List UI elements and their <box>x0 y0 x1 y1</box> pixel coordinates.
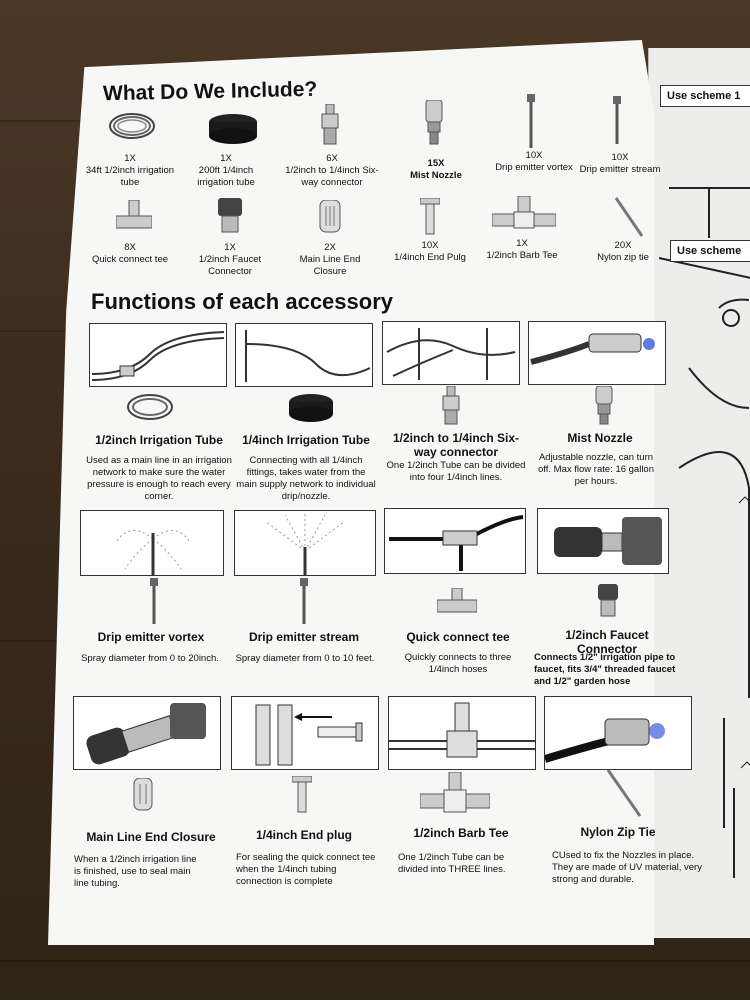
scheme-2-label: Use scheme <box>670 240 750 262</box>
drip-stake-icon <box>610 96 624 146</box>
scheme-diagram <box>658 187 750 878</box>
quick-tee-illustration <box>384 508 526 574</box>
coiled-tube-icon <box>125 390 175 424</box>
function-title-8: 1/2inch Faucet Connector <box>565 628 649 656</box>
six-way-connector-icon <box>318 104 342 146</box>
drip-stake-icon <box>524 94 538 150</box>
function-desc-7: Quickly connects to three 1/4inch hoses <box>404 652 512 675</box>
function-desc-10: For sealing the quick connect tee when t… <box>236 852 376 887</box>
end-closure-icon <box>132 778 154 812</box>
end-plug-icon <box>420 198 440 236</box>
function-title-12: Nylon Zip Tie <box>580 825 656 839</box>
right-page <box>648 48 750 938</box>
mist-nozzle-illustration <box>528 321 666 385</box>
barb-tee-icon <box>420 772 490 816</box>
scheme-1-label: Use scheme 1 <box>660 85 750 107</box>
wood-grain <box>0 960 750 962</box>
barb-tee-illustration <box>388 696 536 770</box>
end-closure-illustration <box>73 696 221 770</box>
function-desc-4: Adjustable nozzle, can turn off. Max flo… <box>538 452 654 487</box>
function-title-10: 1/4inch End plug <box>255 828 352 842</box>
end-plug-illustration <box>231 696 379 770</box>
faucet-connector-icon <box>597 584 619 618</box>
tee-connector-icon <box>116 200 152 232</box>
drip-stake-icon <box>297 578 311 626</box>
black-coil-icon <box>206 110 260 144</box>
function-title-5: Drip emitter vortex <box>97 630 205 644</box>
function-title-9: Main Line End Closure <box>86 830 216 844</box>
mist-nozzle-icon <box>422 100 446 146</box>
function-desc-12: CUsed to fix the Nozzles in place. They … <box>552 850 702 885</box>
function-title-3: 1/2inch to 1/4inch Six-way connector <box>392 431 520 459</box>
function-desc-8: Connects 1/2" irrigation pipe to faucet,… <box>534 652 676 687</box>
function-desc-3: One 1/2inch Tube can be divided into fou… <box>386 460 526 483</box>
zip-tie-icon <box>612 196 646 238</box>
function-title-6: Drip emitter stream <box>248 630 360 644</box>
function-desc-9: When a 1/2inch irrigation line is finish… <box>74 854 197 889</box>
stream-spray-illustration <box>234 510 376 576</box>
functions-title: Functions of each accessory <box>91 289 393 314</box>
function-title-4: Mist Nozzle <box>567 431 633 445</box>
zip-tie-icon <box>604 768 644 818</box>
six-way-illustration <box>382 321 520 385</box>
vortex-spray-illustration <box>80 510 224 576</box>
faucet-connector-icon <box>216 198 244 234</box>
tube-connection-illustration <box>89 323 227 387</box>
end-plug-icon <box>292 776 312 814</box>
function-desc-2: Connecting with all 1/4inch fittings, ta… <box>236 455 376 502</box>
function-title-2: 1/4inch Irrigation Tube <box>242 433 370 447</box>
faucet-connector-illustration <box>537 508 669 574</box>
black-coil-icon <box>286 392 336 424</box>
mist-nozzle-icon <box>593 386 615 426</box>
function-desc-5: Spray diameter from 0 to 20inch. <box>81 653 219 664</box>
drip-stake-icon <box>147 578 161 626</box>
coiled-tube-icon <box>107 108 157 144</box>
tube-stake-illustration <box>235 323 373 387</box>
function-title-7: Quick connect tee <box>406 630 510 644</box>
end-closure-icon <box>318 200 342 234</box>
zip-tie-illustration <box>544 696 692 770</box>
six-way-connector-icon <box>440 386 462 426</box>
function-title-1: 1/2inch Irrigation Tube <box>95 433 223 447</box>
includes-title: What Do We Include? <box>102 77 318 106</box>
function-desc-6: Spray diameter from 0 to 10 feet. <box>235 653 375 664</box>
tee-connector-icon <box>437 588 477 616</box>
function-desc-1: Used as a main line in an irrigation net… <box>86 455 232 502</box>
barb-tee-icon <box>492 196 556 232</box>
function-desc-11: One 1/2inch Tube can be divided into THR… <box>398 852 506 875</box>
function-title-11: 1/2inch Barb Tee <box>413 826 509 840</box>
